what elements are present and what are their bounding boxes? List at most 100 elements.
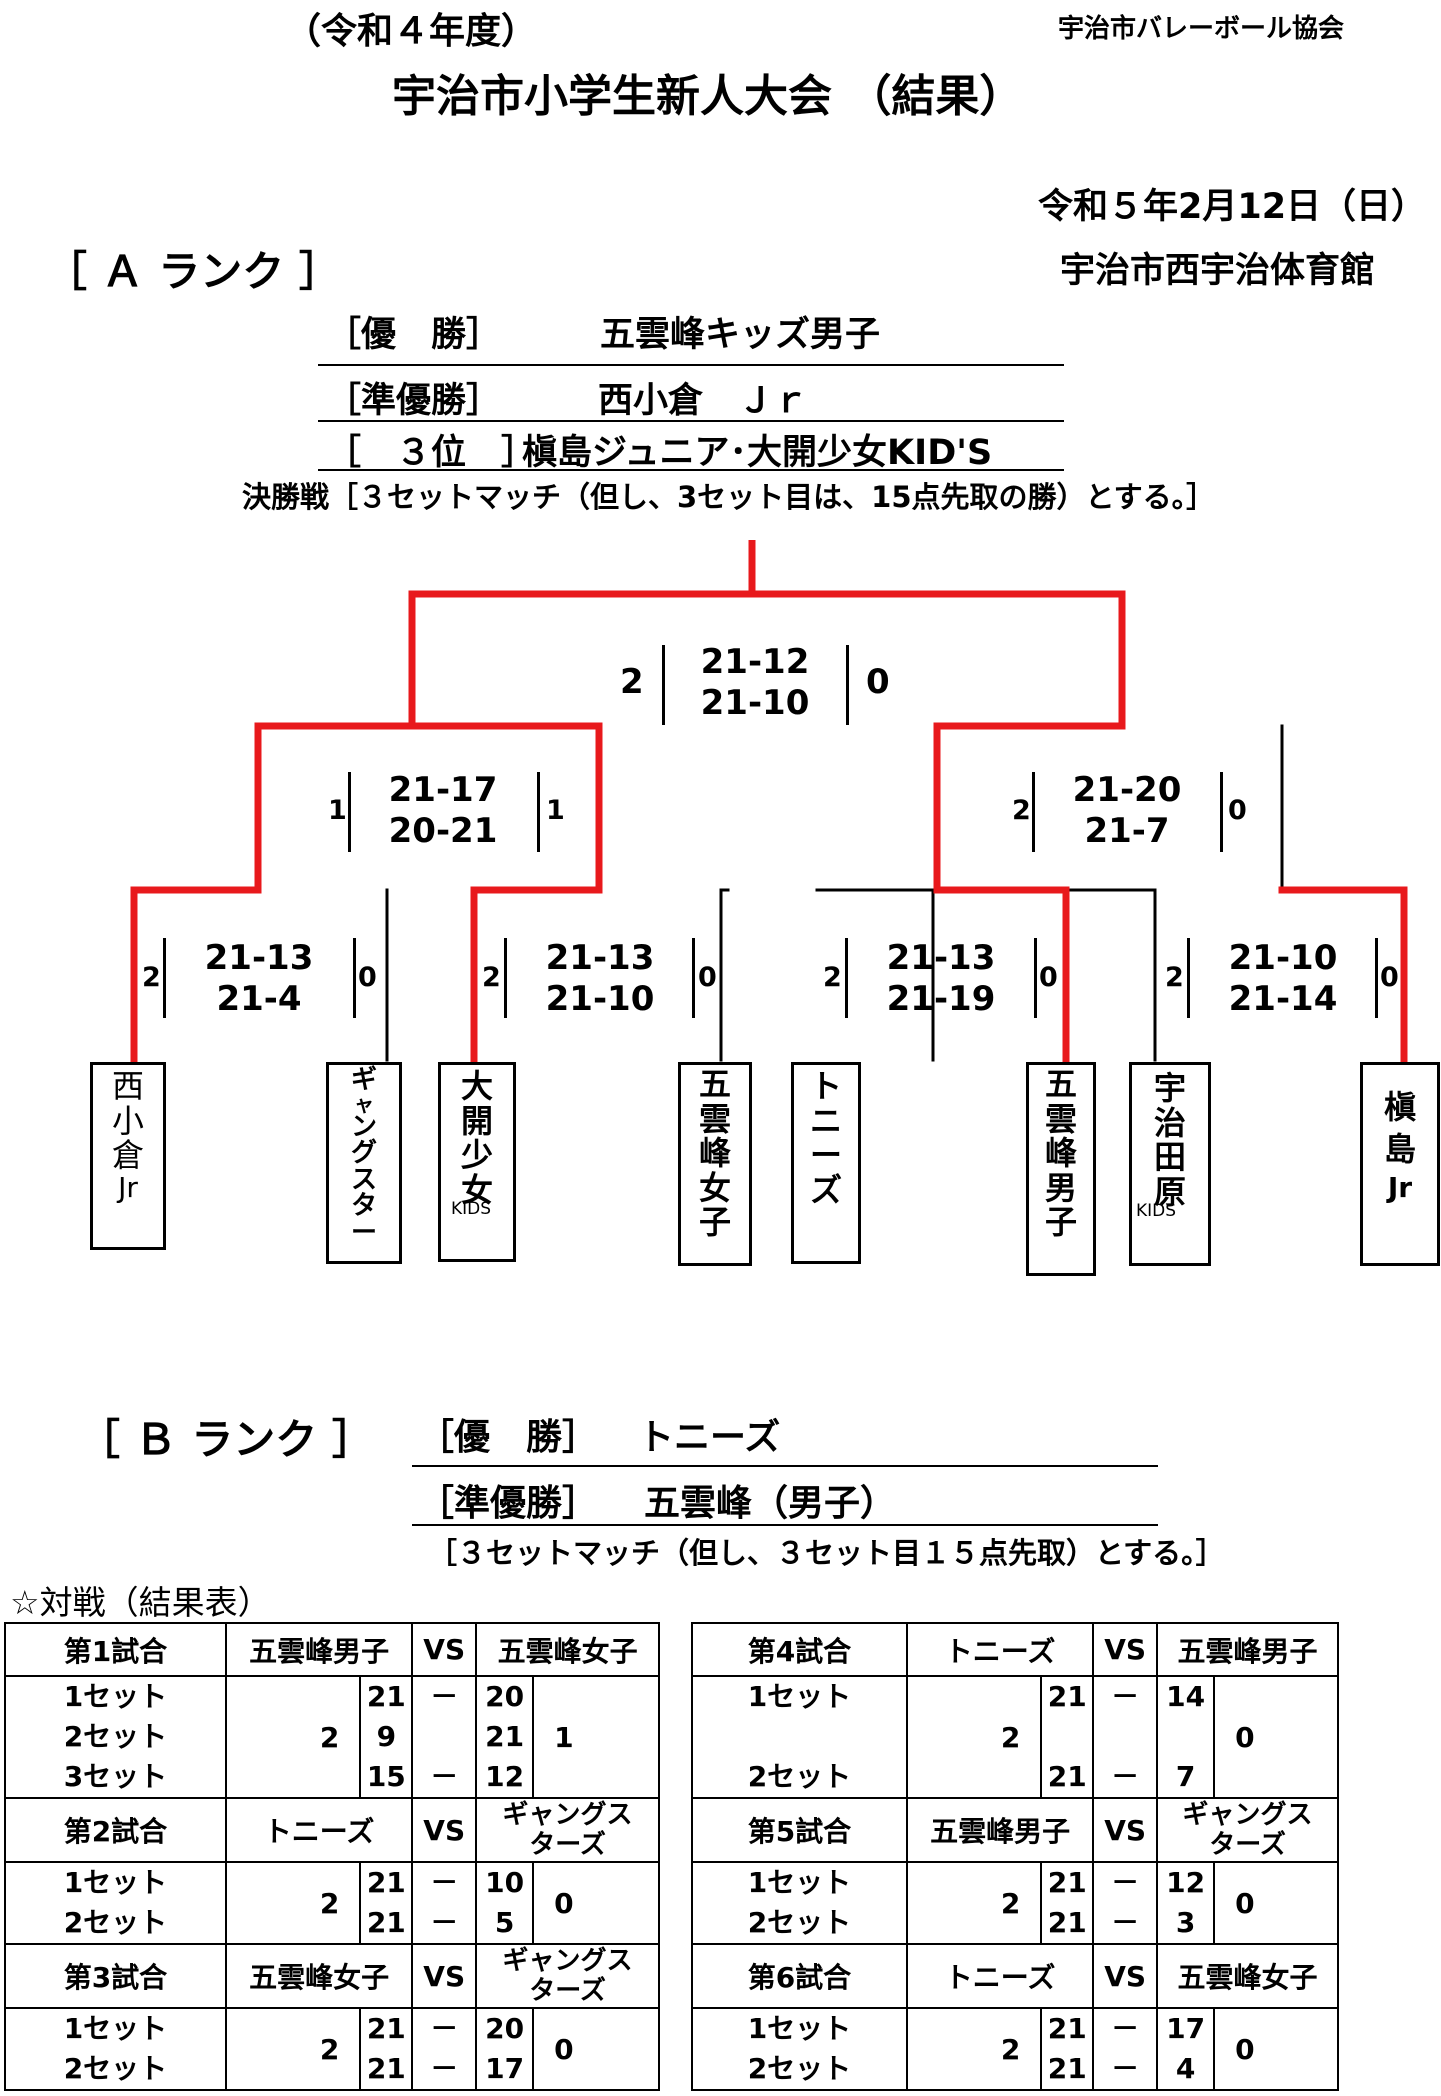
match-header: 第5試合 五雲峰男子 VS ギャングスターズ [691, 1797, 1339, 1863]
rank-a-heading: ［ Ａ ランク ］ [45, 247, 341, 296]
rank-a-rule: 決勝戦［３セットマッチ（但し、3セット目は、15点先取の勝）とする。］ [242, 480, 1216, 514]
set-wins: 0 [866, 662, 890, 702]
set-row: 3セット 15 － 12 [4, 1757, 659, 1799]
set-wins: 1 [546, 795, 565, 826]
event-date: 令和５年2月12日（日） [1038, 187, 1427, 227]
rank-a-third: 槇島ジュニア･大開少女KID'S [522, 433, 993, 473]
divider [318, 469, 1064, 471]
score-divider [348, 772, 351, 852]
team-box: 五雲峰男子 [1026, 1062, 1096, 1276]
set-row: 2セット 21 － 4 [691, 2049, 1338, 2091]
score-divider [662, 645, 665, 725]
set-wins: 0 [1228, 795, 1247, 826]
divider [412, 1465, 1158, 1467]
score-divider [845, 938, 848, 1018]
team1: トニーズ [905, 1622, 1095, 1677]
divider [318, 420, 1064, 422]
tournament-bracket [130, 540, 1408, 1069]
set-wins: 0 [1380, 962, 1399, 993]
score-divider [692, 938, 695, 1018]
score-divider [1034, 938, 1037, 1018]
vs-label: VS [1092, 1943, 1159, 2009]
team-box: 五雲峰女子 [678, 1062, 752, 1266]
vs-label: VS [1092, 1622, 1159, 1677]
rank-b-rule: ［３セットマッチ（但し、３セット目１５点先取）とする。］ [428, 1536, 1225, 1570]
rank-b-heading: ［ Ｂ ランク ］ [78, 1415, 374, 1464]
rank-b-winner-label: ［優 勝］ [418, 1417, 599, 1458]
score-divider [504, 938, 507, 1018]
team-sub-label: KIDS [1136, 1201, 1177, 1221]
team2: ギャングスターズ [1156, 1797, 1339, 1863]
score-divider [1220, 772, 1223, 852]
rank-b-runner-up-label: ［準優勝］ [418, 1483, 599, 1524]
event-venue: 宇治市西宇治体育館 [1060, 251, 1376, 291]
match-label: 第6試合 [691, 1943, 908, 2009]
set-row: 1セット 2 21 － 14 0 [691, 1675, 1339, 1799]
team-box: 大開少女 KIDS [438, 1062, 516, 1262]
team1: 五雲峰男子 [224, 1622, 414, 1677]
team2: 五雲峰女子 [1156, 1943, 1339, 2009]
set-wins: 2 [142, 962, 161, 993]
results-table-left: 第1試合 五雲峰男子 VS 五雲峰女子 1セット 2 21 － 20 1 2セッ… [4, 1622, 660, 2091]
page-title: 宇治市小学生新人大会 （結果） [392, 71, 1024, 122]
set-wins: 2 [823, 962, 842, 993]
score-divider [1187, 938, 1190, 1018]
match-header: 第1試合 五雲峰男子 VS 五雲峰女子 [4, 1622, 660, 1677]
match-header: 第2試合 トニーズ VS ギャングスターズ [4, 1797, 660, 1863]
winner-line [470, 722, 603, 1066]
team1: 五雲峰男子 [905, 1797, 1095, 1863]
match-label: 第1試合 [4, 1622, 227, 1677]
match-label: 第5試合 [691, 1797, 908, 1863]
team-box: トニーズ [791, 1062, 861, 1264]
set-wins: 0 [698, 962, 717, 993]
match-header: 第3試合 五雲峰女子 VS ギャングスターズ [4, 1943, 660, 2009]
divider [318, 364, 1064, 366]
score-divider [1375, 938, 1378, 1018]
rank-b-winner: トニーズ [638, 1417, 781, 1458]
match-label: 第3試合 [4, 1943, 227, 2009]
results-table-right: 第4試合 トニーズ VS 五雲峰男子 1セット 2 21 － 14 0 2セット… [691, 1622, 1339, 2091]
association-name: 宇治市バレーボール協会 [1058, 14, 1345, 44]
set-row: 2セット 21 － 3 [691, 1903, 1338, 1945]
results-table-title: ☆対戦（結果表） [10, 1583, 271, 1622]
set-row: 1セット 2 21 － 10 0 [4, 1861, 660, 1945]
set-wins: 2 [1012, 795, 1031, 826]
team1: トニーズ [224, 1797, 414, 1863]
match-label: 第2試合 [4, 1797, 227, 1863]
set-wins: 2 [620, 662, 644, 702]
bracket-line [719, 888, 730, 1062]
rank-a-third-label: ［ ３位 ］ [326, 433, 537, 473]
vs-label: VS [411, 1622, 478, 1677]
match-header: 第4試合 トニーズ VS 五雲峰男子 [691, 1622, 1339, 1677]
score-divider [846, 645, 849, 725]
team2: 五雲峰男子 [1156, 1622, 1339, 1677]
winner-line [1278, 886, 1408, 1069]
team-box: 宇治田原 KIDS [1129, 1062, 1211, 1266]
match-label: 第4試合 [691, 1622, 908, 1677]
bracket-line [1065, 888, 1157, 1062]
vs-label: VS [411, 1943, 478, 2009]
set-row: 2セット 21 － 5 [4, 1903, 659, 1945]
divider [412, 1524, 1158, 1526]
team2: ギャングスターズ [475, 1943, 660, 2009]
set-row: 1セット 2 21 － 20 0 [4, 2007, 660, 2091]
score-divider [163, 938, 166, 1018]
bracket-line [815, 888, 935, 1062]
set-wins: 0 [358, 962, 377, 993]
vs-label: VS [411, 1797, 478, 1863]
set-wins: 0 [1039, 962, 1058, 993]
set-wins: 1 [328, 795, 347, 826]
rank-a-winner-label: ［優 勝］ [326, 315, 502, 355]
match-header: 第6試合 トニーズ VS 五雲峰女子 [691, 1943, 1339, 2009]
set-row: 2セット 21 － 7 [691, 1757, 1338, 1799]
winner-line [748, 540, 1126, 598]
set-row: 2セット 21 － 17 [4, 2049, 659, 2091]
set-row: 1セット 2 21 － 20 1 [4, 1675, 660, 1799]
rank-a-runner-up: 西小倉 Ｊｒ [598, 381, 809, 421]
